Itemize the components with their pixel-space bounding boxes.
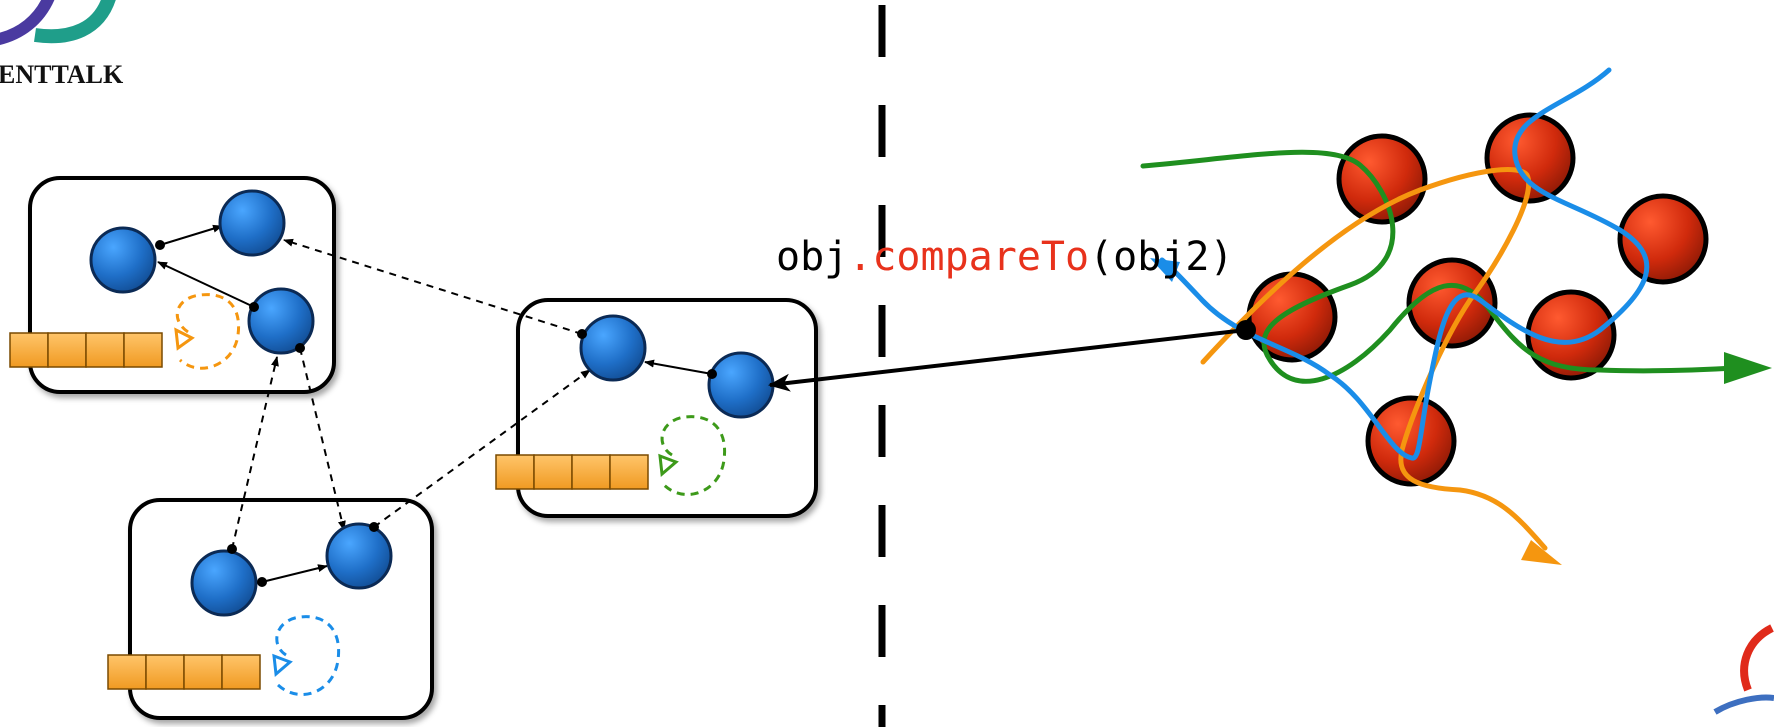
shared-object-node: [1525, 289, 1617, 381]
shared-object-node: [1336, 133, 1428, 225]
object-node: [579, 314, 647, 382]
logo: ENTTALK: [0, 0, 124, 89]
call-arrow: [768, 320, 1256, 392]
object-references: [157, 224, 713, 583]
object-node: [190, 549, 258, 617]
orange-thread: [1200, 167, 1548, 551]
code-method: .compareTo: [848, 234, 1089, 280]
green-thread-arrowhead: [1724, 352, 1772, 384]
green-thread: [1140, 149, 1738, 384]
actor-box-1: [9, 176, 336, 394]
shared-object-node: [1365, 395, 1457, 487]
java-logo-fragment: [1713, 624, 1774, 715]
loop-icon: [272, 615, 341, 696]
orange-thread-arrowhead: [1521, 540, 1562, 565]
message-queue: [107, 654, 261, 690]
object-node: [707, 351, 775, 419]
loop-icon: [174, 293, 241, 370]
logo-mark: [0, 0, 55, 45]
blue-thread-arrowhead: [1150, 258, 1180, 282]
message-queue: [495, 454, 649, 490]
code-obj: obj: [776, 234, 848, 280]
actor-objects: [89, 189, 775, 617]
shared-object-node: [1484, 112, 1576, 204]
object-node: [247, 287, 315, 355]
logo-text: ENTTALK: [0, 60, 124, 89]
shared-object-node: [1617, 193, 1709, 285]
object-node: [89, 226, 157, 294]
compare-to-call: obj.compareTo(obj2): [776, 234, 1234, 280]
thread-paths: [1140, 67, 1738, 551]
code-arg: (obj2): [1089, 234, 1234, 280]
loop-icon: [658, 415, 727, 496]
actor-box-3: [107, 498, 434, 720]
actor-references: [231, 238, 591, 550]
message-queue: [9, 332, 163, 368]
object-node: [218, 189, 286, 257]
object-node: [325, 522, 393, 590]
blue-thread: [1159, 67, 1650, 461]
actor-box-2: [495, 298, 818, 518]
